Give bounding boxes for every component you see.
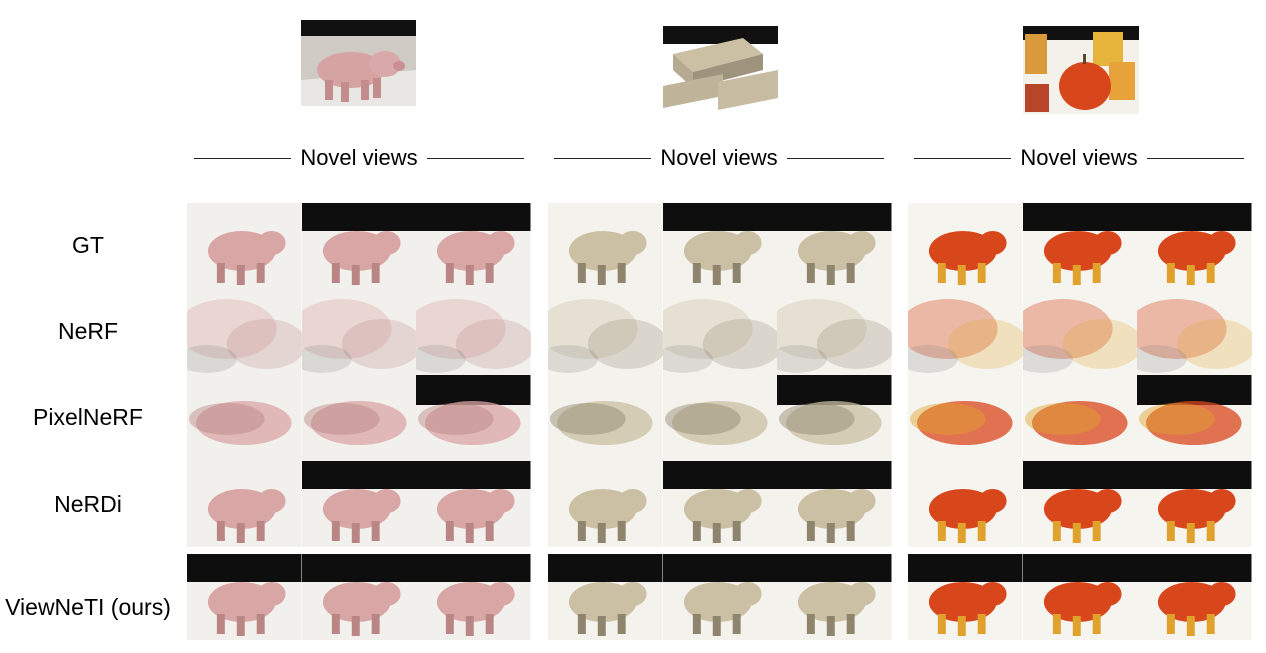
nerf-pumpkin-view-1-image bbox=[908, 289, 1023, 375]
row-label-viewneti: ViewNeTI (ours) bbox=[5, 594, 171, 620]
gt-pumpkin-view-3-image bbox=[1137, 203, 1252, 289]
pixelnerf-bricks-view-1-image bbox=[548, 375, 663, 461]
gt-bricks-view-3-image bbox=[777, 203, 892, 289]
nerdi-pig-view-2-image bbox=[301, 461, 416, 547]
pixelnerf-pig-view-2-image bbox=[301, 375, 416, 461]
pixelnerf-pumpkin-view-3-image bbox=[1137, 375, 1252, 461]
pixelnerf-bricks-view-3-image bbox=[777, 375, 892, 461]
header-novel-views-1: Novel views bbox=[194, 144, 524, 172]
header-novel-views-3: Novel views bbox=[914, 144, 1244, 172]
nerf-pig-view-1-image bbox=[187, 289, 302, 375]
header-rule-right bbox=[786, 157, 884, 159]
nerf-bricks-view-3-image bbox=[777, 289, 892, 375]
viewneti-pumpkin-view-1-image bbox=[908, 554, 1023, 640]
pixelnerf-pig-view-3-image bbox=[416, 375, 531, 461]
gt-pumpkin-view-2-image bbox=[1022, 203, 1137, 289]
nerdi-bricks-view-2-image bbox=[662, 461, 777, 547]
viewneti-pig-view-2-image bbox=[301, 554, 416, 640]
header-label: Novel views bbox=[300, 145, 418, 170]
gt-bricks-view-1-image bbox=[548, 203, 663, 289]
reference-image-pumpkin bbox=[1023, 26, 1139, 114]
viewneti-bricks-view-1-image bbox=[548, 554, 663, 640]
nerf-pumpkin-view-2-image bbox=[1022, 289, 1137, 375]
header-label: Novel views bbox=[1020, 145, 1138, 170]
reference-image-bricks bbox=[663, 26, 778, 112]
header-label: Novel views bbox=[660, 145, 778, 170]
nerdi-bricks-view-3-image bbox=[777, 461, 892, 547]
viewneti-pig-view-3-image bbox=[416, 554, 531, 640]
header-rule-left bbox=[914, 157, 1012, 159]
gt-pig-view-3-image bbox=[416, 203, 531, 289]
nerdi-bricks-view-1-image bbox=[548, 461, 663, 547]
nerdi-pumpkin-view-1-image bbox=[908, 461, 1023, 547]
header-rule-right bbox=[426, 157, 524, 159]
nerdi-pumpkin-view-3-image bbox=[1137, 461, 1252, 547]
pixelnerf-pumpkin-view-2-image bbox=[1022, 375, 1137, 461]
nerf-bricks-view-2-image bbox=[662, 289, 777, 375]
row-label-nerf: NeRF bbox=[57, 318, 119, 344]
gt-pumpkin-view-1-image bbox=[908, 203, 1023, 289]
nerdi-pig-view-3-image bbox=[416, 461, 531, 547]
nerf-pumpkin-view-3-image bbox=[1137, 289, 1252, 375]
header-rule-left bbox=[554, 157, 652, 159]
nerdi-pumpkin-view-2-image bbox=[1022, 461, 1137, 547]
header-novel-views-2: Novel views bbox=[554, 144, 884, 172]
viewneti-pig-view-1-image bbox=[187, 554, 302, 640]
row-label-gt: GT bbox=[72, 232, 104, 258]
header-rule-left bbox=[194, 157, 292, 159]
viewneti-pumpkin-view-2-image bbox=[1022, 554, 1137, 640]
reference-image-pig bbox=[301, 20, 416, 106]
viewneti-bricks-view-2-image bbox=[662, 554, 777, 640]
gt-bricks-view-2-image bbox=[662, 203, 777, 289]
nerf-pig-view-3-image bbox=[416, 289, 531, 375]
viewneti-pumpkin-view-3-image bbox=[1137, 554, 1252, 640]
nerf-bricks-view-1-image bbox=[548, 289, 663, 375]
gt-pig-view-2-image bbox=[301, 203, 416, 289]
pixelnerf-bricks-view-2-image bbox=[662, 375, 777, 461]
gt-pig-view-1-image bbox=[187, 203, 302, 289]
pixelnerf-pig-view-1-image bbox=[187, 375, 302, 461]
pixelnerf-pumpkin-view-1-image bbox=[908, 375, 1023, 461]
nerdi-pig-view-1-image bbox=[187, 461, 302, 547]
header-rule-right bbox=[1146, 157, 1244, 159]
row-label-pixelnerf: PixelNeRF bbox=[33, 404, 143, 430]
nerf-pig-view-2-image bbox=[301, 289, 416, 375]
viewneti-bricks-view-3-image bbox=[777, 554, 892, 640]
row-label-nerdi: NeRDi bbox=[54, 491, 122, 517]
